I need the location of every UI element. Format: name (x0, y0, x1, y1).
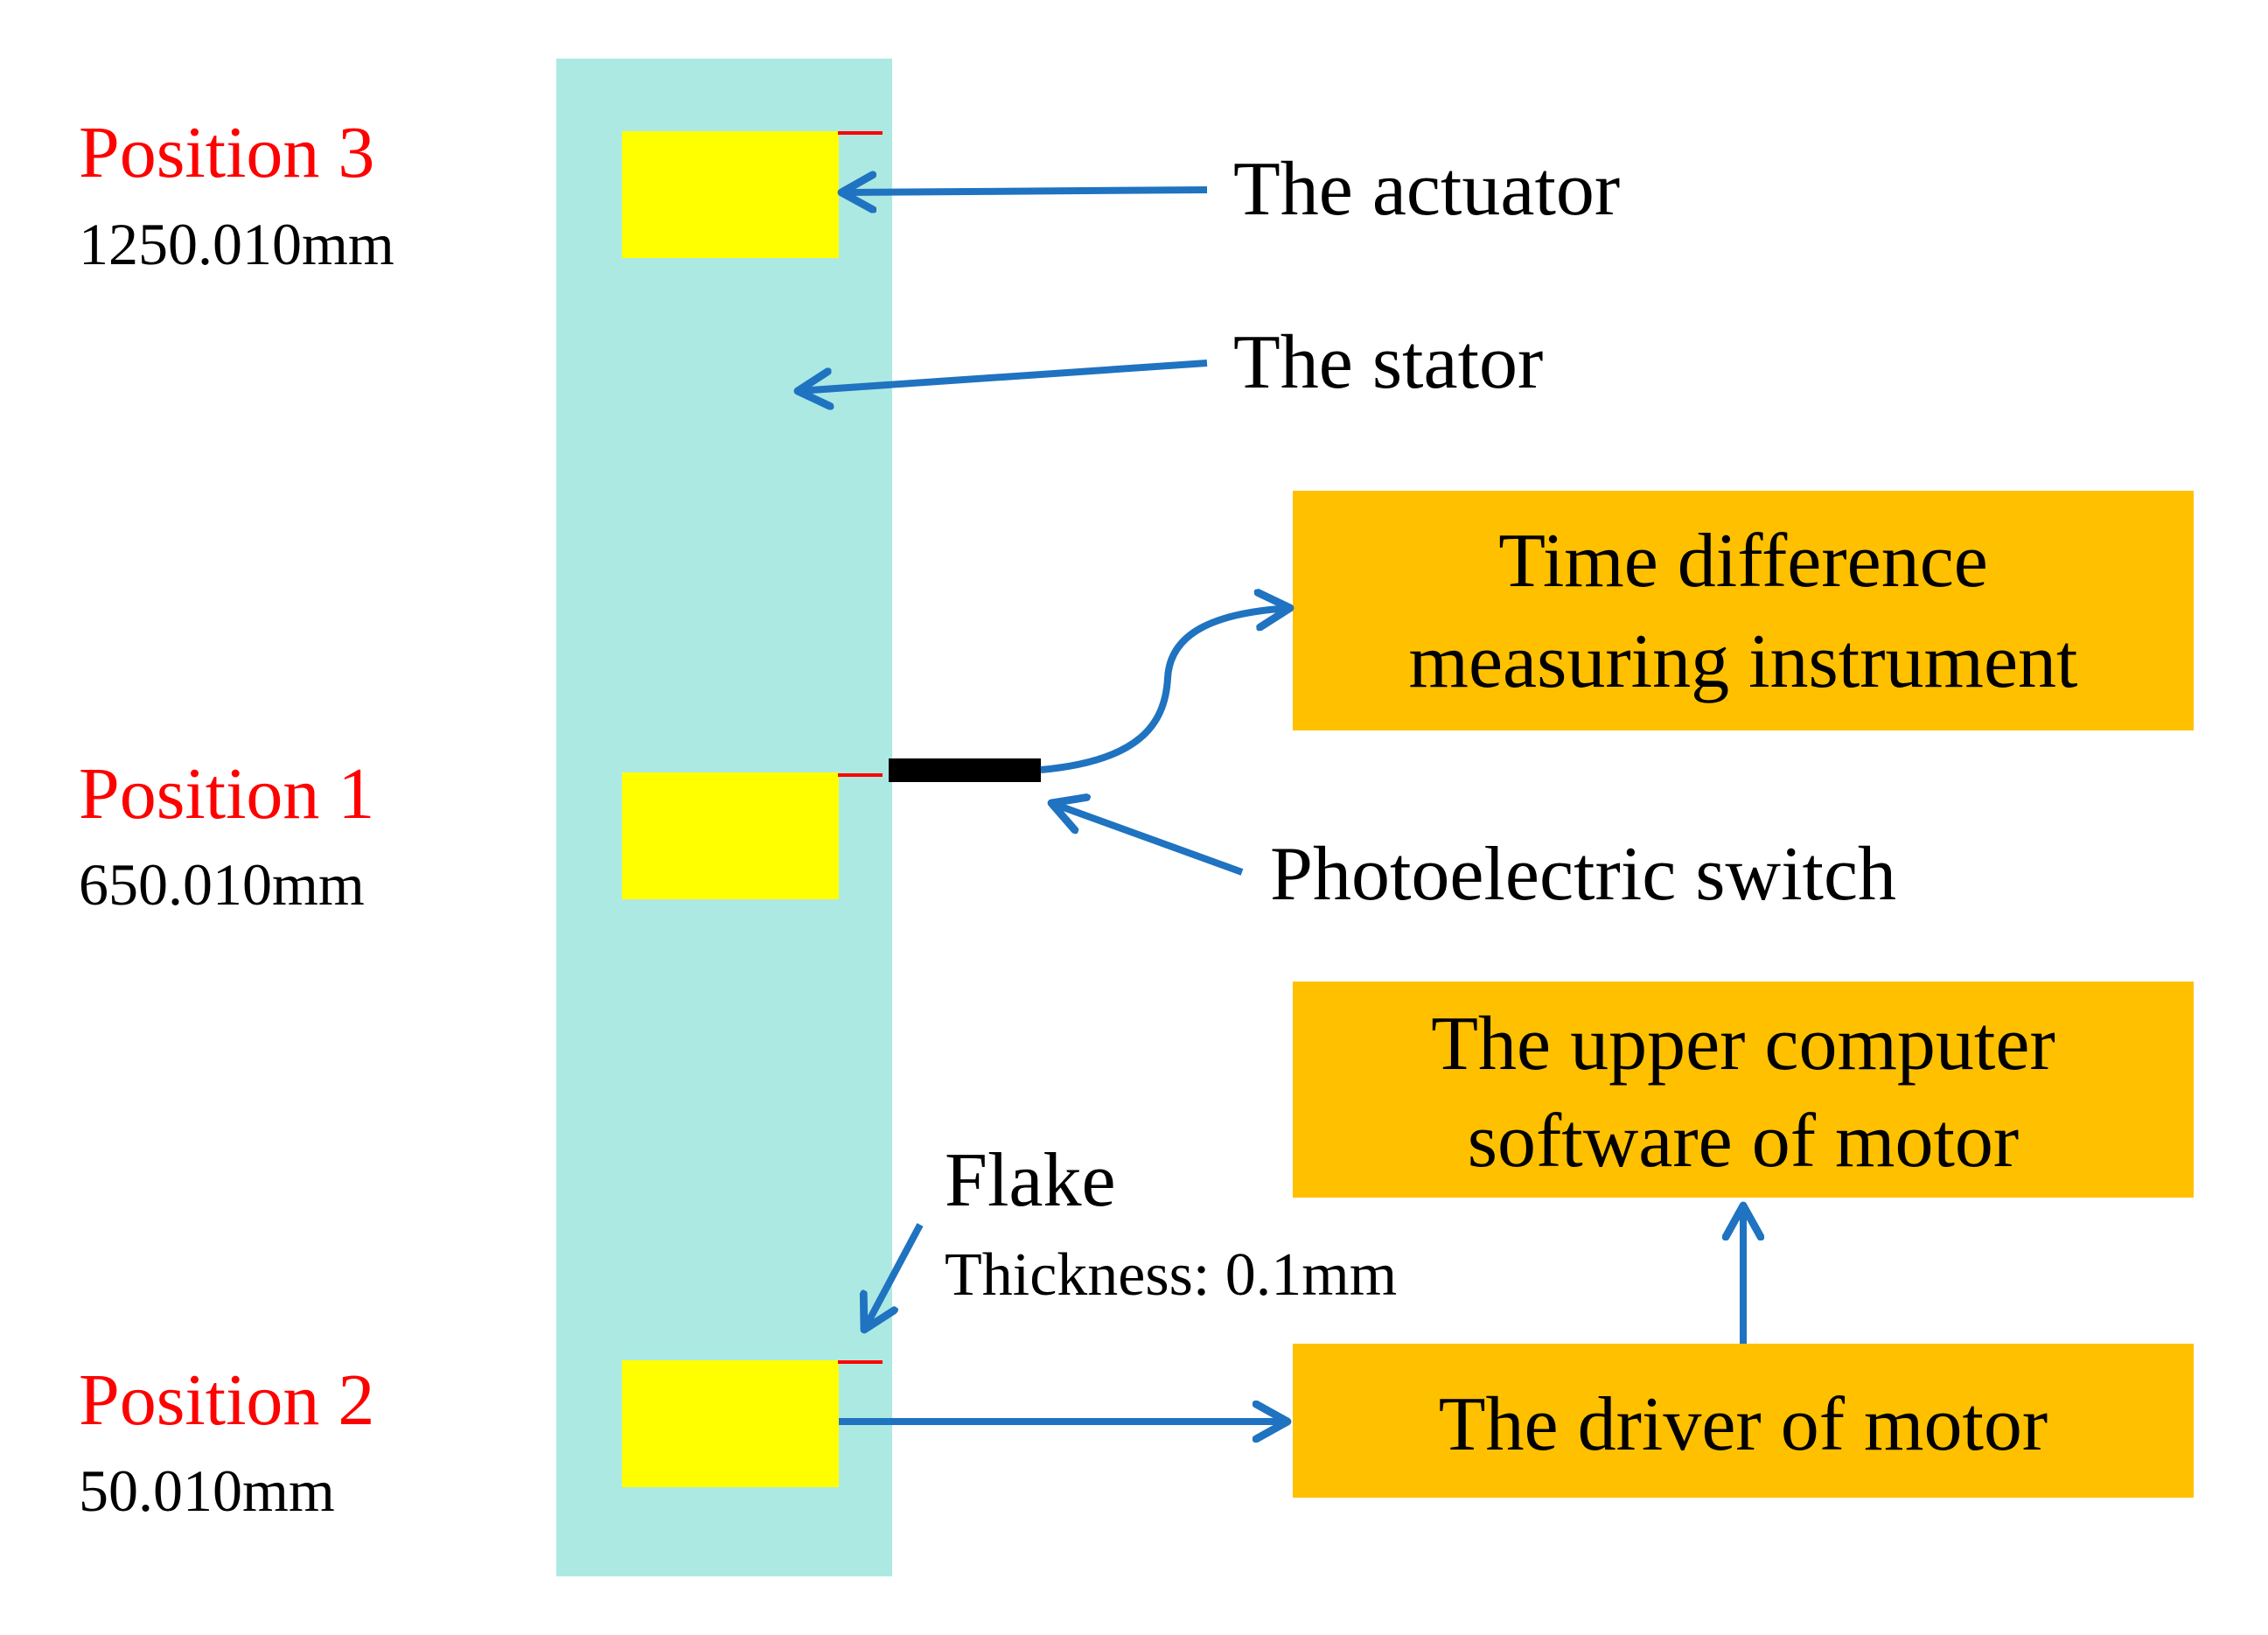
upper-computer-box (1293, 982, 2194, 1198)
position-3-value: 1250.010mm (79, 211, 394, 277)
actuator-position-3 (622, 131, 839, 258)
position-3-label: Position 3 (79, 112, 374, 193)
position-1-value: 650.010mm (79, 851, 365, 918)
driver-label: The driver of motor (1439, 1382, 2048, 1467)
time-difference-box (1293, 491, 2194, 730)
photoelectric-switch-label: Photoelectric switch (1270, 832, 1896, 917)
arrow-to-flake (864, 1223, 924, 1330)
position-2-value: 50.010mm (79, 1457, 335, 1524)
stator-label: The stator (1233, 320, 1543, 405)
actuator-label: The actuator (1233, 147, 1620, 232)
flake-thickness-label: Thickness: 0.1mm (945, 1241, 1397, 1309)
time-difference-line2: measuring instrument (1409, 619, 2078, 704)
flake-label: Flake (945, 1138, 1116, 1223)
photoelectric-switch-bar (889, 758, 1041, 782)
position-2-label: Position 2 (79, 1359, 374, 1441)
arrow-to-photoelectric-switch (1051, 803, 1244, 876)
arrow-to-actuator (841, 190, 1208, 192)
position-1-label: Position 1 (79, 753, 374, 835)
upper-computer-line2: software of motor (1468, 1099, 2019, 1184)
actuator-position-1 (622, 772, 839, 899)
upper-computer-line1: The upper computer (1431, 1002, 2055, 1087)
driver-box (1293, 1344, 2194, 1498)
curve-switch-to-time-instrument (1040, 608, 1290, 773)
actuator-position-2 (622, 1360, 839, 1487)
time-difference-line1: Time difference (1498, 519, 1988, 604)
arrow-to-stator (798, 360, 1208, 391)
